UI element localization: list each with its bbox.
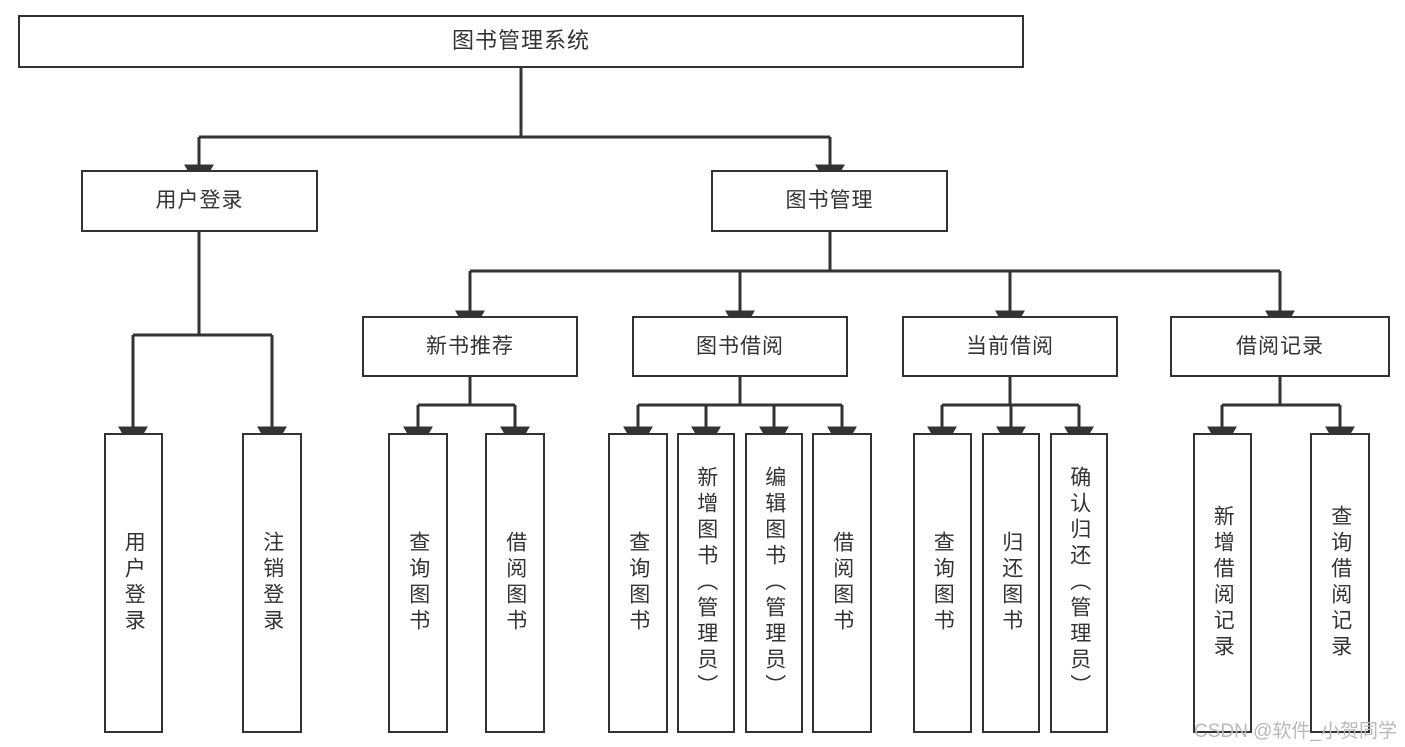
leaf-book-borrow-1-label: 查询图书 <box>626 531 650 635</box>
leaf-user-login-2-label: 注销登录 <box>260 531 284 635</box>
node-book-manage[interactable]: 图书管理 <box>711 170 948 232</box>
leaf-book-borrow-1[interactable]: 查询图书 <box>608 433 668 733</box>
leaf-book-borrow-3[interactable]: 编辑图书（管理员） <box>745 433 803 733</box>
leaf-book-borrow-4-label: 借阅图书 <box>830 531 854 635</box>
leaf-current-borrow-1[interactable]: 查询图书 <box>913 433 972 733</box>
node-book-borrow[interactable]: 图书借阅 <box>632 316 848 377</box>
leaf-book-borrow-4[interactable]: 借阅图书 <box>812 433 872 733</box>
node-new-book-recommend-label: 新书推荐 <box>426 334 514 358</box>
leaf-user-login-2[interactable]: 注销登录 <box>242 433 302 733</box>
leaf-new-book-1[interactable]: 查询图书 <box>388 433 448 733</box>
leaf-new-book-2[interactable]: 借阅图书 <box>485 433 545 733</box>
leaf-new-book-1-label: 查询图书 <box>406 531 430 635</box>
node-root[interactable]: 图书管理系统 <box>18 15 1024 68</box>
node-user-login-label: 用户登录 <box>155 189 244 213</box>
leaf-borrow-record-2[interactable]: 查询借阅记录 <box>1310 433 1370 733</box>
node-current-borrow[interactable]: 当前借阅 <box>902 316 1118 377</box>
leaf-current-borrow-2-label: 归还图书 <box>999 531 1023 635</box>
leaf-borrow-record-2-label: 查询借阅记录 <box>1328 505 1352 661</box>
leaf-user-login-1[interactable]: 用户登录 <box>104 433 163 733</box>
node-new-book-recommend[interactable]: 新书推荐 <box>362 316 578 377</box>
node-borrow-record[interactable]: 借阅记录 <box>1170 316 1390 377</box>
leaf-user-login-1-label: 用户登录 <box>122 531 146 635</box>
leaf-current-borrow-3[interactable]: 确认归还（管理员） <box>1050 433 1108 733</box>
node-book-manage-label: 图书管理 <box>785 189 874 213</box>
leaf-book-borrow-3-label: 编辑图书（管理员） <box>762 466 786 700</box>
node-root-label: 图书管理系统 <box>451 28 590 54</box>
leaf-book-borrow-2-label: 新增图书（管理员） <box>694 466 718 700</box>
node-current-borrow-label: 当前借阅 <box>966 334 1054 358</box>
node-borrow-record-label: 借阅记录 <box>1236 334 1324 358</box>
node-book-borrow-label: 图书借阅 <box>696 334 784 358</box>
leaf-borrow-record-1-label: 新增借阅记录 <box>1211 505 1235 661</box>
leaf-current-borrow-2[interactable]: 归还图书 <box>982 433 1040 733</box>
leaf-current-borrow-1-label: 查询图书 <box>931 531 955 635</box>
leaf-current-borrow-3-label: 确认归还（管理员） <box>1067 466 1091 700</box>
leaf-borrow-record-1[interactable]: 新增借阅记录 <box>1193 433 1252 733</box>
leaf-book-borrow-2[interactable]: 新增图书（管理员） <box>677 433 735 733</box>
node-user-login[interactable]: 用户登录 <box>81 170 318 232</box>
leaf-new-book-2-label: 借阅图书 <box>503 531 527 635</box>
